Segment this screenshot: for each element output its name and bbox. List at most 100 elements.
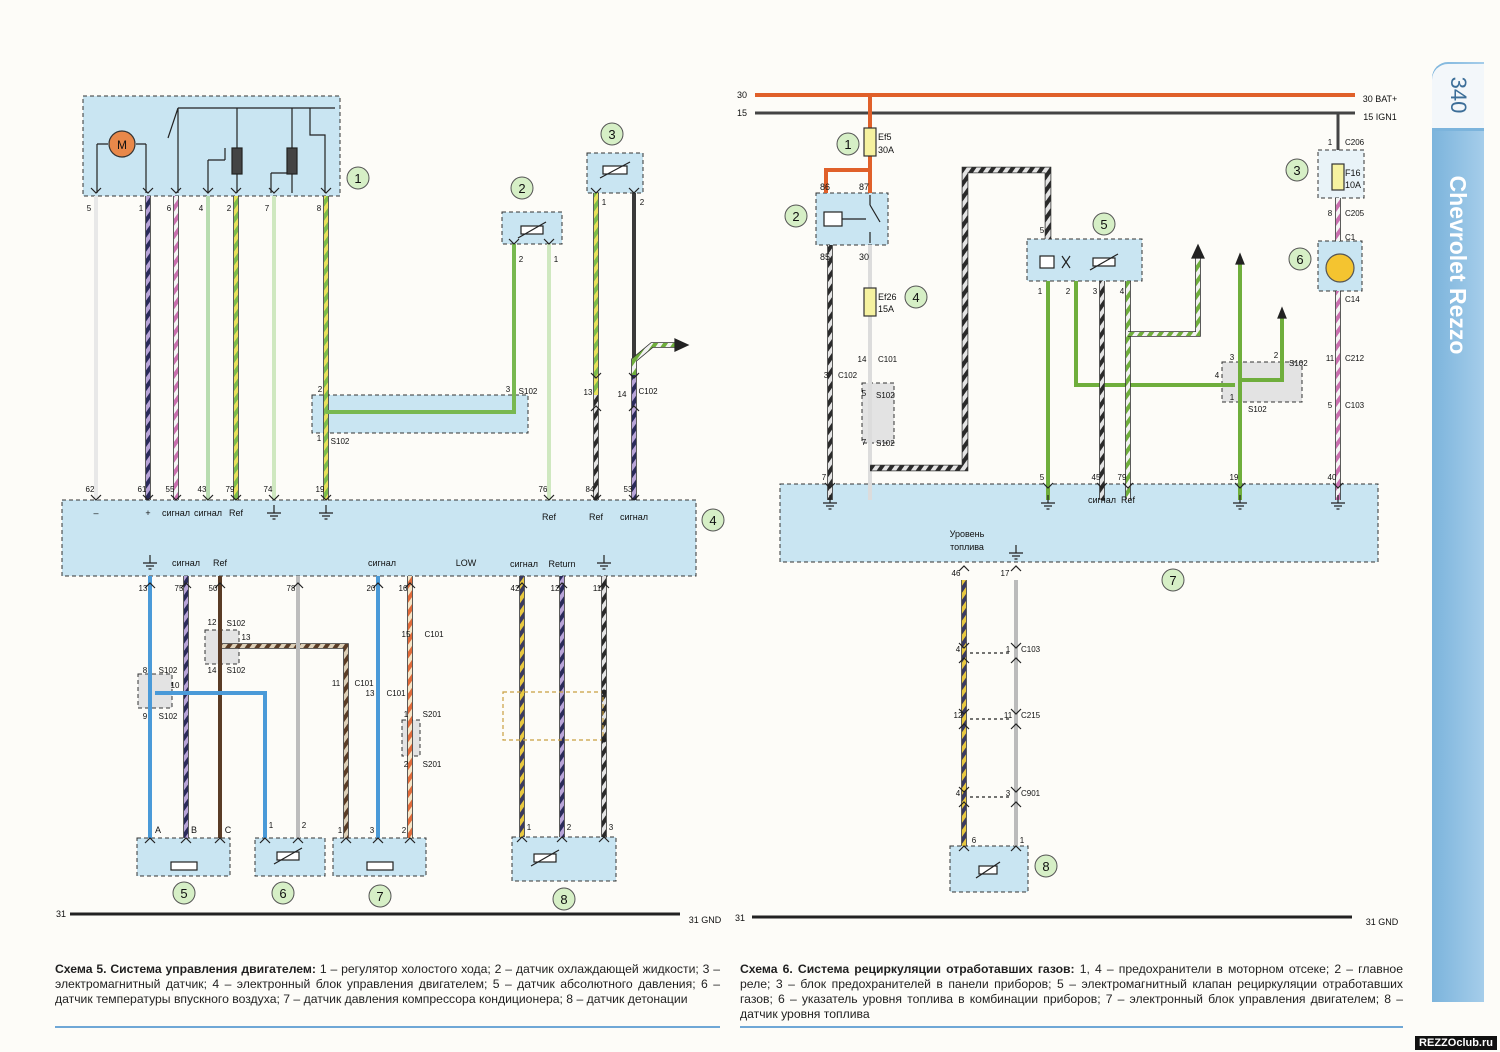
ecu-left-top-label: Ref <box>542 512 557 522</box>
idle-regulator-chevron <box>320 187 332 194</box>
c103-pin: 1 <box>1006 645 1011 654</box>
ecu-right-top-chevron <box>1042 482 1054 489</box>
ecu-left-top-label: сигнал <box>162 508 190 518</box>
relay-pin: 30 <box>859 252 869 262</box>
caption-scheme-5-title: Схема 5. Система управления двигателем: <box>55 962 316 976</box>
ecu-left-bottom-pin: 11 <box>593 584 602 593</box>
c206-pin: 1 <box>1328 138 1333 147</box>
ground-icon <box>267 505 281 520</box>
site-watermark: REZZOclub.ru <box>1415 1036 1497 1050</box>
callout-left-1-circle <box>346 166 370 190</box>
ecu-left-top-chevron <box>590 494 602 501</box>
page-number: 340 <box>1446 76 1471 114</box>
s201-pin: 2 <box>404 760 409 769</box>
ecu-left-top-pin: 84 <box>586 485 595 494</box>
ecu-right-top-chevron <box>824 482 836 489</box>
ground-icon <box>143 555 157 570</box>
idle-regulator-pin: 6 <box>167 204 172 213</box>
callout-right-1-circle <box>836 132 860 156</box>
wire-left-shield <box>632 343 675 375</box>
callout-right-6-circle <box>1288 247 1312 271</box>
egr-valve-pin: 5 <box>1040 226 1045 235</box>
connector-chevron <box>958 642 970 649</box>
callout-left-8-circle <box>552 887 576 911</box>
detonation-shield <box>502 691 604 741</box>
ecu-left-bottom-chevron <box>404 582 416 589</box>
c101-pin: 15 <box>402 630 411 639</box>
ecu-left-top-chevron <box>543 494 555 501</box>
callout-right-4: 4 <box>912 290 919 305</box>
ecu-left-top-label: сигнал <box>620 512 648 522</box>
idle-regulator-pin: 7 <box>265 204 270 213</box>
ecu-left-bottom-label: Ref <box>213 558 228 568</box>
connector-chevron <box>958 786 970 793</box>
connector-chevron <box>958 845 970 852</box>
s102-right-splice-pin: 4 <box>1215 371 1220 380</box>
connector-chevron <box>340 837 352 844</box>
fuse-f16-amp: 10A <box>1345 180 1361 190</box>
fuse-f16-label: F16 <box>1345 168 1361 178</box>
idle-regulator-pin: 5 <box>87 204 92 213</box>
ground-icon <box>1041 495 1055 510</box>
s201-label: S201 <box>423 760 442 769</box>
ecu-left-bottom-label: сигнал <box>368 558 396 568</box>
connector-chevron <box>292 837 304 844</box>
s102-pin: 13 <box>242 633 251 642</box>
ecu-left-bottom-chevron <box>214 582 226 589</box>
ecu-left-top-label: сигнал <box>194 508 222 518</box>
ecu-left-top-chevron <box>202 494 214 501</box>
connector-chevron <box>1010 708 1022 715</box>
component-8-knock-sensor <box>511 836 617 882</box>
map-sensor-resistor <box>170 861 198 871</box>
ecu-left-bottom-pin: 13 <box>139 584 148 593</box>
connector-chevron <box>628 405 640 412</box>
fuse-f16-icon <box>1331 163 1345 191</box>
bus-30-label-right: 30 BAT+ <box>1363 94 1398 104</box>
splice-s102-right-2 <box>861 382 895 444</box>
c215-pin: 11 <box>1004 711 1013 720</box>
ecu-left-bottom-chevron <box>292 582 304 589</box>
connector-chevron <box>508 238 520 245</box>
s102-label: S102 <box>159 712 178 721</box>
knock-sensor-pin: 3 <box>609 823 614 832</box>
idle-regulator-chevron <box>170 187 182 194</box>
ecu-left-top-label: + <box>145 508 150 518</box>
fuse-ef26-icon <box>863 287 877 317</box>
callout-right-8-circle <box>1034 854 1058 878</box>
ecu-left-bottom-label: Return <box>548 559 575 569</box>
ecu-left-bottom-chevron <box>598 582 610 589</box>
c102-pin: 14 <box>618 390 627 399</box>
s102-right-splice-pin: 2 <box>1274 351 1279 360</box>
component-4-ecu <box>61 499 697 577</box>
c102-right-label: C102 <box>838 371 858 380</box>
ecu-left-top-label: Ref <box>589 512 604 522</box>
ecu-left-top-pin: 76 <box>539 485 548 494</box>
connector-chevron <box>958 657 970 664</box>
ecu-right-top-chevron <box>1096 482 1108 489</box>
s102-right-splice-pin: 3 <box>1230 353 1235 362</box>
ground-icon <box>597 555 611 570</box>
c101-label: C101 <box>424 630 444 639</box>
wire-right-branch <box>1240 318 1284 382</box>
callout-right-3-circle <box>1285 158 1309 182</box>
s102-right-label: S102 <box>876 391 895 400</box>
ecu-left-top-chevron <box>230 494 242 501</box>
connector-chevron <box>1010 801 1022 808</box>
ecu-left-bottom-pin: 16 <box>399 584 408 593</box>
c103-label: C103 <box>1345 401 1365 410</box>
ecu-right-top-label: Ref <box>1121 495 1136 505</box>
c206-label: C206 <box>1345 138 1365 147</box>
callout-right-7: 7 <box>1169 573 1176 588</box>
c901-label: C901 <box>1021 789 1041 798</box>
wire-left-brown-white <box>222 644 348 838</box>
ecu-right-bottom-pin: 46 <box>952 569 961 578</box>
idle-regulator-chevron <box>268 187 280 194</box>
knock-shield-dot-top <box>601 689 607 695</box>
c101-right-pin: 14 <box>858 355 867 364</box>
c215-label: C215 <box>1021 711 1041 720</box>
coolant-sensor-pin: 1 <box>554 255 559 264</box>
connector-chevron <box>958 565 970 572</box>
ground-bus-right-label-start: 31 <box>735 913 745 923</box>
c101-pin: 11 <box>332 679 341 688</box>
